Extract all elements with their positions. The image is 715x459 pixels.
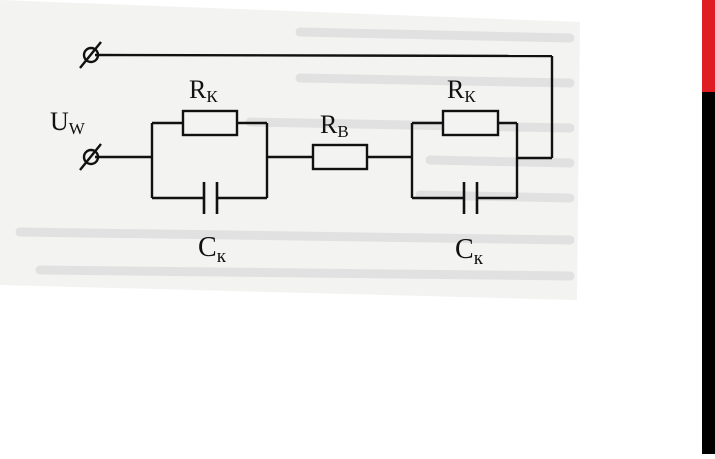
circuit-scan: UW RК RВ RК Cк Cк xyxy=(0,0,580,300)
terminal-bottom xyxy=(79,143,102,171)
accent-black-bar xyxy=(702,92,715,454)
resistor-left xyxy=(181,109,239,137)
resistor-middle-label: RВ xyxy=(320,110,349,141)
resistor-right-label: RК xyxy=(447,75,476,106)
accent-red-bar xyxy=(702,0,715,92)
resistor-right xyxy=(441,109,500,137)
capacitor-left xyxy=(202,182,219,214)
circuit-wires xyxy=(94,53,554,200)
terminal-top xyxy=(79,41,102,69)
capacitor-right xyxy=(462,182,479,214)
capacitor-left-label: Cк xyxy=(198,232,227,267)
resistor-middle xyxy=(311,143,369,171)
capacitor-right-label: Cк xyxy=(455,234,484,269)
source-label: UW xyxy=(50,107,86,138)
resistor-left-label: RК xyxy=(189,75,218,106)
paper-background xyxy=(0,0,580,300)
